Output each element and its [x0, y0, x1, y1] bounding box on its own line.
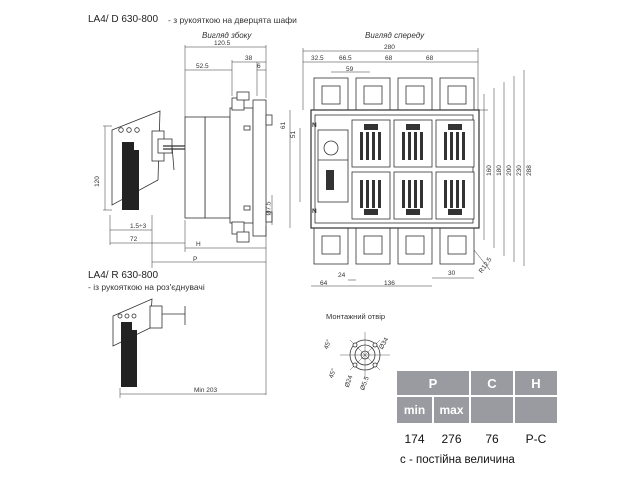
side-view-label: Вигляд збоку [202, 31, 252, 40]
table-header-H: H [515, 371, 557, 395]
table-header-C: C [471, 371, 513, 395]
direct-handle-description: - із рукояткою на роз'єднувачі [88, 282, 205, 292]
dim-66-5: 66.5 [339, 55, 352, 62]
dim-P: P [193, 256, 198, 263]
dim-288: 288 [525, 165, 533, 176]
table-header-C-blank [471, 397, 513, 423]
table-value-max: 276 [441, 432, 462, 446]
door-handle-description: - з рукояткою на дверцята шафи [168, 15, 297, 25]
table-header-P: P [397, 371, 469, 395]
dim-160: 160 [485, 165, 493, 176]
dim-120: 120 [93, 176, 101, 187]
table-value-min: 174 [404, 432, 425, 446]
dim-61: 61 [280, 121, 288, 130]
switch-side-body [184, 91, 273, 243]
dim-64: 64 [320, 280, 328, 287]
dim-52-5: 52.5 [196, 63, 209, 70]
mounting-hole-label: Монтажний отвір [326, 312, 386, 321]
mounting-hole-drawing [340, 332, 390, 378]
direct-handle-drawing [112, 298, 186, 387]
table-header-max: max [434, 397, 469, 423]
direct-handle-model: LA4/ R 630-800 [88, 270, 159, 281]
dim-1-5-3: 1.5÷3 [130, 223, 147, 230]
dim-d7-5: Ø7.5 [265, 201, 273, 216]
table-header-min: min [397, 397, 432, 423]
door-handle-drawing [111, 110, 205, 210]
dim-200: 200 [505, 165, 513, 176]
dim-72: 72 [130, 236, 138, 243]
dim-68a: 68 [385, 55, 393, 62]
dim-min-203: Min 203 [194, 387, 218, 394]
dim-180: 180 [495, 165, 503, 176]
table-note: с - постійна величина [400, 454, 515, 466]
dim-32-5: 32.5 [311, 55, 324, 62]
table-value-H: P-C [525, 432, 547, 446]
dim-120-5: 120.5 [214, 40, 231, 47]
front-view-label: Вигляд спереду [365, 31, 425, 40]
table-header-H-blank [515, 397, 557, 423]
door-handle-model: LA4/ D 630-800 [88, 14, 159, 25]
dim-24: 24 [338, 272, 346, 279]
dim-59: 59 [346, 66, 354, 73]
dim-H: H [196, 241, 201, 248]
dim-30: 30 [448, 270, 456, 277]
dim-6: 6 [257, 63, 261, 70]
dim-51: 51 [290, 130, 298, 139]
neutral-label-bottom: N [312, 208, 317, 215]
dim-136: 136 [384, 280, 395, 287]
dim-38: 38 [245, 55, 253, 62]
neutral-label-top: N [312, 122, 317, 129]
dim-280: 280 [384, 44, 395, 51]
switch-front-body [310, 77, 480, 265]
dim-68b: 68 [426, 55, 434, 62]
table-value-C: 76 [485, 432, 499, 446]
dim-230: 230 [515, 165, 523, 176]
